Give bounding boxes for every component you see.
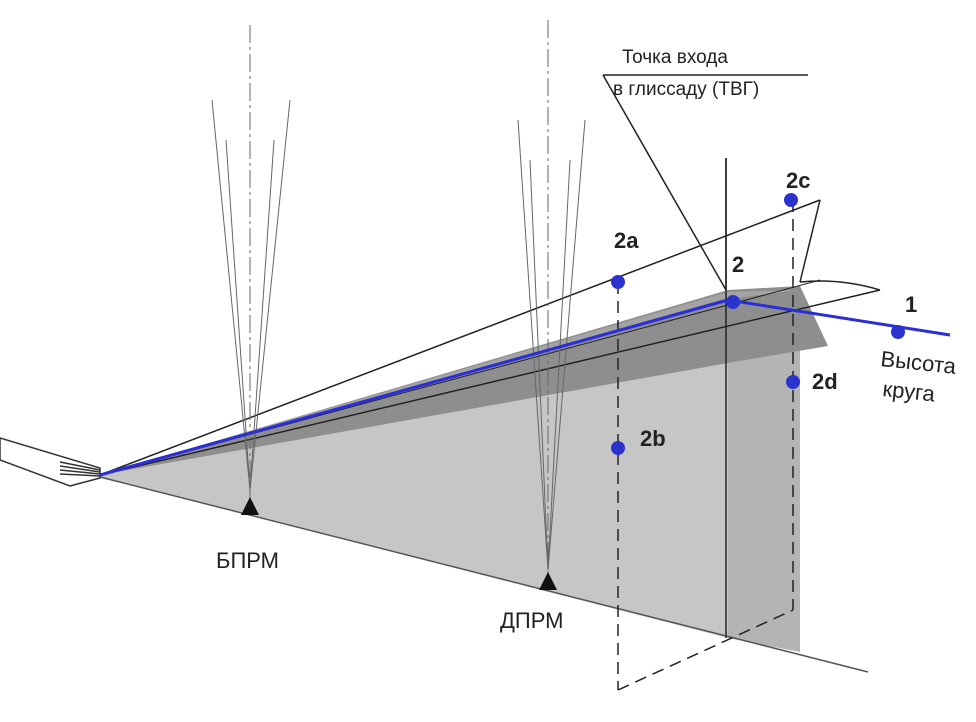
point-2d: [786, 375, 800, 389]
label-point-2c: 2c: [786, 168, 810, 193]
label-point-1: 1: [905, 292, 917, 317]
runway: [0, 437, 101, 487]
cone-mid-line: [99, 289, 881, 476]
cone-end-left: [799, 199, 821, 283]
dashed-base: [617, 609, 794, 691]
glide-wedge-far-side: [728, 298, 800, 652]
point-2a: [611, 275, 625, 289]
inner-beacon-icon: [241, 497, 259, 515]
circle-height-line2: круга: [881, 376, 936, 406]
point-1: [891, 325, 905, 339]
point-2: [726, 295, 740, 309]
runway-threshold-marks: [59, 461, 101, 477]
glide-path: [99, 298, 729, 477]
glide-wedge-top: [100, 286, 828, 475]
outer-beacon-icon: [539, 572, 557, 590]
circle-altitude-path: [727, 298, 951, 337]
tvg-leader: [602, 74, 727, 291]
tvg-title-line2: в глиссаду (ТВГ): [613, 79, 759, 100]
label-outer-beacon: ДПРМ: [500, 608, 563, 633]
label-point-2b: 2b: [640, 426, 666, 451]
cone-end-curve: [799, 280, 881, 291]
point-2c: [784, 193, 798, 207]
point-2b: [611, 441, 625, 455]
label-point-2a: 2a: [614, 228, 639, 253]
circle-height-line1: Высота: [879, 346, 958, 379]
ground-line: [99, 476, 869, 673]
label-point-2d: 2d: [812, 369, 838, 394]
tvg-title-line1: Точка входа: [622, 47, 728, 68]
label-point-2: 2: [732, 252, 744, 277]
label-inner-beacon: БПРМ: [216, 548, 279, 573]
